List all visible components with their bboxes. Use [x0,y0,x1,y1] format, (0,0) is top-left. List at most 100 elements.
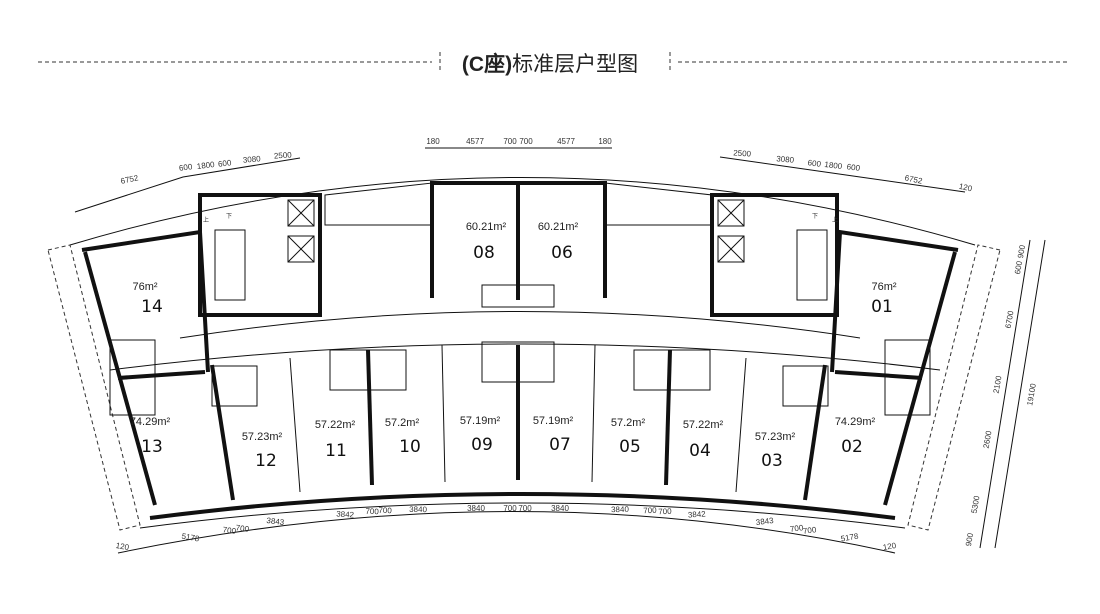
dimension-label-bottom: 700 [802,525,817,536]
void-west [324,182,433,226]
dimension-label-bottom: 3840 [467,504,485,513]
dimension-label-top-left: 1800 [196,160,215,171]
dimension-label-right-total: 19100 [1025,382,1038,406]
unit-13: 74.29m² 13 [130,416,171,457]
unit-area: 57.2m² [385,417,420,429]
dimension-label-right: 600 [1013,260,1024,275]
south-unit-dividers [210,344,827,501]
dimension-label-top-center: 180 [598,137,612,146]
dimension-label-top-center: 700 [503,137,517,146]
elevator-icon [287,199,315,227]
unit-08: 60.21m² 08 [466,221,507,263]
stair-down-label-east: 下 [812,213,818,220]
unit-number: 04 [689,441,711,461]
dimension-label-bottom: 700 [658,507,672,516]
dimension-label-top-left: 600 [178,162,193,173]
dimension-label-top-right: 600 [807,158,822,169]
dimension-label-bottom: 3840 [409,505,428,514]
stair-up-label-west: 上 [203,216,209,224]
stair-up-label-east: 上 [832,216,838,224]
unit-area: 57.23m² [755,431,796,443]
elevator-icon [717,235,745,263]
dimension-label-right: 5300 [970,494,982,514]
dimension-label-top-left: 6752 [120,173,140,186]
dimension-label-bottom: 700 [643,506,657,515]
dimension-label-bottom: 120 [882,541,897,552]
dim-line-right [979,239,1031,549]
unit-number: 14 [141,297,163,317]
balcony-west [47,244,141,531]
unit-04: 57.22m² 04 [683,419,724,461]
dimension-label-bottom: 700 [222,525,237,536]
unit-area: 74.29m² [130,416,171,428]
dimension-label-top-center: 4577 [557,137,575,146]
dimension-label-bottom: 3842 [688,509,707,519]
unit-number: 10 [399,437,421,457]
dimension-label-top-left: 2500 [274,150,293,160]
unit-number: 09 [471,435,493,455]
void-east [604,182,713,226]
dimension-label-bottom: 3840 [611,505,630,514]
dimension-label-top-center: 700 [519,137,533,146]
dimension-label-bottom: 700 [789,523,804,534]
dim-line-bottom [117,511,896,554]
dimension-label-right: 900 [964,532,975,547]
dimension-label-right: 2100 [992,374,1004,394]
dimension-label-top-right: 1800 [824,160,843,171]
core-east [710,193,839,317]
unit-area: 60.21m² [538,221,579,233]
unit-area: 57.22m² [683,419,724,431]
unit-area: 60.21m² [466,221,507,233]
balcony-east [907,244,1001,531]
dimension-label-bottom: 120 [115,541,130,552]
dimension-label-bottom: 700 [378,506,392,515]
bathroom-blocks [109,284,931,416]
dimension-label-bottom: 3840 [551,504,569,513]
unit-number: 08 [473,243,495,263]
elevator-icon [287,235,315,263]
dimension-label-right: 900 [1016,244,1027,259]
dim-line-top-right [719,156,966,193]
dimension-label-bottom: 3842 [336,509,355,519]
unit-area: 57.2m² [611,417,646,429]
dimension-label-bottom: 700 [365,507,379,516]
dimension-label-right: 2600 [982,429,994,449]
core-west [198,193,322,317]
dimension-label-bottom: 700 [503,504,517,513]
page-title: (C座)标准层户型图 [0,48,1100,78]
dimension-label-right: 6700 [1004,309,1016,329]
unit-number: 07 [549,435,571,455]
unit-01-02-divider [834,370,923,380]
dimension-label-top-left: 600 [218,158,233,169]
balcony-line-south [139,502,906,529]
dimension-label-top-right: 3080 [776,154,795,165]
dimension-label-top-left: 3080 [243,154,262,165]
stair-west [214,229,246,301]
dimension-label-bottom: 5178 [840,531,860,543]
unit-14: 76m² 14 [132,281,162,317]
unit-area: 57.19m² [533,415,574,427]
unit-area: 57.22m² [315,419,356,431]
unit-number: 06 [551,243,573,263]
corridor-wall-north [179,311,861,339]
unit-number: 13 [141,437,163,457]
dimension-label-bottom: 3843 [755,516,774,527]
dimension-label-bottom: 700 [518,504,532,513]
dimension-label-top-right: 6752 [904,173,924,186]
unit-number: 01 [871,297,893,317]
unit-number: 11 [325,441,347,461]
unit-10: 57.2m² 10 [385,417,421,457]
unit-11: 57.22m² 11 [315,419,356,461]
unit-area: 76m² [132,281,157,293]
dimension-label-top-right: 120 [958,182,973,194]
unit-05: 57.2m² 05 [611,417,646,457]
unit-number: 05 [619,437,641,457]
stair-east [796,229,828,301]
unit-number: 12 [255,451,277,471]
